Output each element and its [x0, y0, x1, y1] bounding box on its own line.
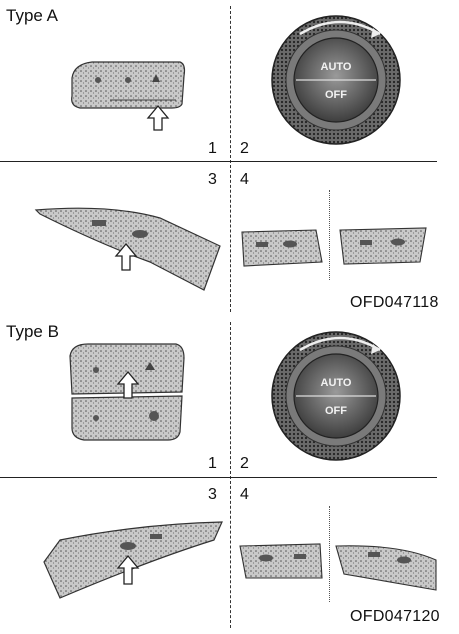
- panel-number-4: 4: [240, 171, 249, 188]
- knob-off-label: OFF: [325, 405, 347, 417]
- rotate-arrow-icon: [371, 28, 380, 38]
- type-a-panel-4-button-strips: [241, 227, 427, 267]
- type-a-panel-1-button-pad: [71, 61, 186, 131]
- fan-icon: [145, 362, 155, 370]
- pointer-arrow-icon: [116, 370, 140, 399]
- figure-code-type-a: OFD047118: [350, 294, 439, 311]
- recirculation-icon: [397, 556, 411, 564]
- vertical-divider-type-a: [230, 6, 231, 312]
- type-b-label: Type B: [6, 322, 59, 341]
- recirculation-icon: [283, 240, 297, 248]
- panel-number-2: 2: [240, 140, 249, 157]
- horizontal-divider-type-a: [0, 161, 437, 162]
- panel-4-separator-type-a: [329, 190, 330, 280]
- button-glyph: [92, 220, 106, 226]
- recirculation-icon: [391, 238, 405, 246]
- panel-number-1: 1: [208, 140, 217, 157]
- indicator-icon: [125, 77, 131, 83]
- panel-number-1: 1: [208, 455, 217, 472]
- type-b-panel-4-button-strips: [239, 543, 437, 591]
- type-b-panel-1-button-pad: [69, 343, 185, 441]
- button-glyph: [368, 552, 380, 557]
- button-glyph: [360, 240, 372, 245]
- rotate-arrow-icon: [371, 344, 380, 354]
- type-a-label: Type A: [6, 6, 58, 25]
- recirculation-icon: [149, 411, 159, 421]
- type-a-panel-2-climate-knob: AUTO OFF: [271, 15, 401, 145]
- knob-auto-label: AUTO: [321, 377, 352, 389]
- panel-number-2: 2: [240, 455, 249, 472]
- type-a-panel-3-button-strip: [34, 207, 221, 291]
- panel-number-3: 3: [208, 171, 217, 188]
- recirculation-icon: [120, 542, 136, 550]
- recirculation-icon: [259, 554, 273, 562]
- figure-code-type-b: OFD047120: [350, 608, 440, 625]
- indicator-icon: [93, 415, 99, 421]
- horizontal-divider-type-b: [0, 477, 437, 478]
- indicator-icon: [93, 367, 99, 373]
- fan-icon: [152, 74, 160, 82]
- button-glyph: [256, 242, 268, 247]
- pointer-arrow-icon: [114, 242, 138, 271]
- pointer-arrow-icon: [116, 554, 140, 585]
- panel-number-3: 3: [208, 486, 217, 503]
- pointer-arrow-icon: [146, 104, 170, 131]
- vertical-divider-type-b: [230, 322, 231, 628]
- type-b-panel-3-button-strip: [43, 521, 223, 599]
- button-glyph: [150, 534, 162, 539]
- panel-4-separator-type-b: [329, 506, 330, 602]
- knob-off-label: OFF: [325, 89, 347, 101]
- knob-auto-label: AUTO: [321, 61, 352, 73]
- button-glyph: [294, 554, 306, 559]
- recirculation-icon: [132, 230, 148, 238]
- panel-number-4: 4: [240, 486, 249, 503]
- type-b-panel-2-climate-knob: AUTO OFF: [271, 331, 401, 461]
- indicator-icon: [95, 77, 101, 83]
